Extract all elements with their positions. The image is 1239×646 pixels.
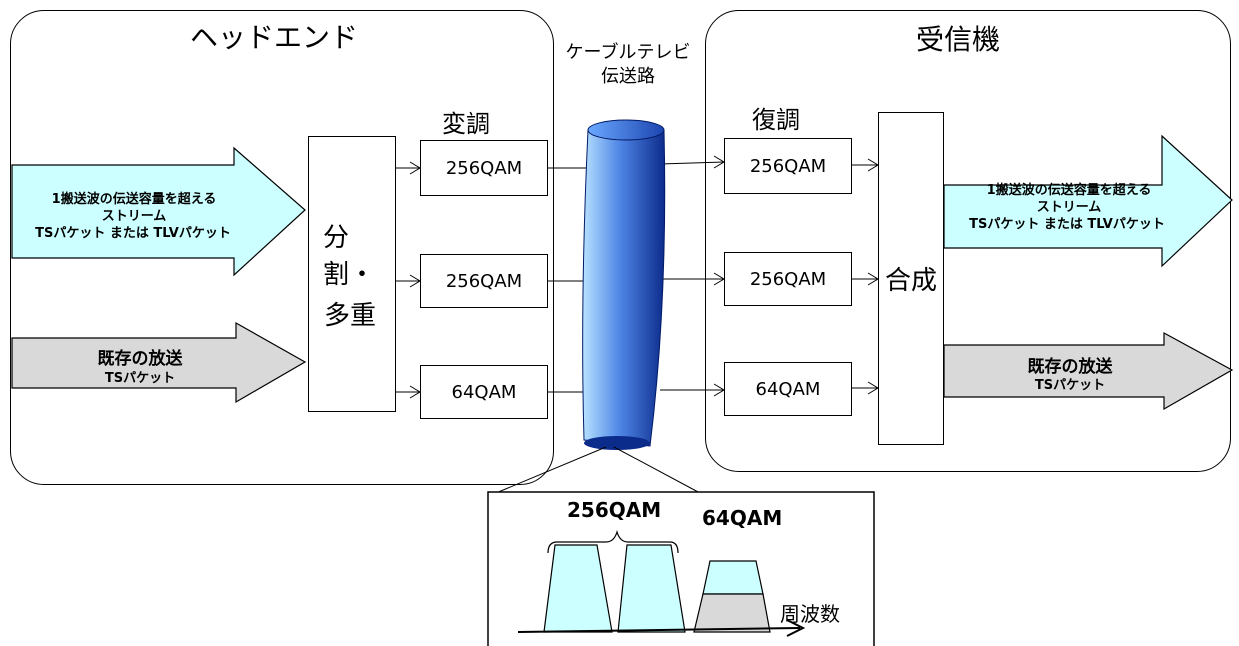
modulator-box-2: 256QAM <box>420 254 548 308</box>
output-existing-arrow <box>943 331 1234 411</box>
demodulator-box-1: 256QAM <box>724 138 852 194</box>
output-stream-arrow <box>943 134 1233 268</box>
output-existing-line2: TSパケット <box>1034 378 1106 393</box>
transmission-label-line1: ケーブルテレビ <box>565 42 691 63</box>
input-stream-line2: ストリーム <box>101 209 167 224</box>
input-stream-arrow <box>11 146 306 277</box>
carrier-256qam-1 <box>543 544 613 633</box>
modulation-label: 変調 <box>442 110 490 138</box>
demodulator-box-2: 256QAM <box>724 252 852 306</box>
input-existing-line2: TSパケット <box>104 371 176 386</box>
demodulator-box-3: 64QAM <box>724 362 852 416</box>
frequency-axis-label: 周波数 <box>780 602 840 626</box>
split-multiplex-box: 分割・ 多重 <box>308 136 396 412</box>
transmission-label-line2: 伝送路 <box>601 66 655 87</box>
cable-cylinder <box>582 119 666 450</box>
input-existing-line1: 既存の放送 <box>97 349 183 369</box>
modulator-box-1: 256QAM <box>420 140 548 196</box>
demodulation-label: 復調 <box>752 106 800 134</box>
carrier-64qam-existing <box>693 593 771 633</box>
output-existing-line1: 既存の放送 <box>1027 357 1113 377</box>
spectrum-label-256qam: 256QAM <box>567 498 662 522</box>
output-stream-line2: ストリーム <box>1036 200 1102 215</box>
spectrum-label-64qam: 64QAM <box>702 506 783 530</box>
carrier-256qam-2 <box>617 544 686 633</box>
carrier-64qam-top <box>702 560 764 595</box>
input-stream-line3: TSパケット または TLVパケット <box>35 226 231 241</box>
output-stream-line1: 1搬送波の伝送容量を超える <box>986 183 1152 198</box>
split-label-line1: 分割・ <box>323 222 376 290</box>
input-stream-line1: 1搬送波の伝送容量を超える <box>51 192 217 207</box>
modulator-box-3: 64QAM <box>420 365 548 419</box>
frequency-axis <box>517 627 801 633</box>
output-stream-line3: TSパケット または TLVパケット <box>969 217 1165 232</box>
input-existing-arrow <box>11 321 307 404</box>
combine-label: 合成 <box>884 266 937 296</box>
combine-box: 合成 <box>878 112 944 445</box>
brace-256qam <box>547 529 679 554</box>
headend-title: ヘッドエンド <box>190 21 359 54</box>
split-label-line2: 多重 <box>323 300 376 331</box>
receiver-title: 受信機 <box>916 23 1001 56</box>
